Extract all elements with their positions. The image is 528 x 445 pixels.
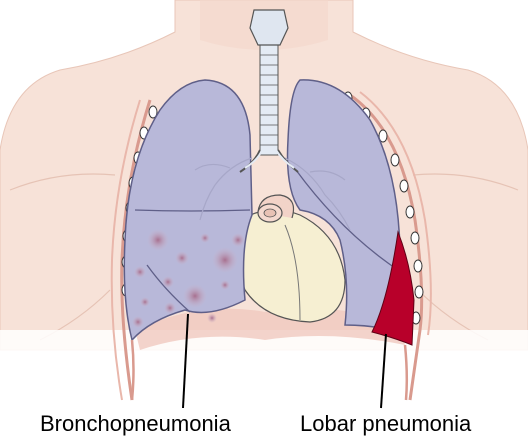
label-lobar-pneumonia: Lobar pneumonia bbox=[300, 411, 471, 437]
larynx-icon bbox=[250, 10, 288, 45]
label-bronchopneumonia: Bronchopneumonia bbox=[40, 411, 231, 437]
